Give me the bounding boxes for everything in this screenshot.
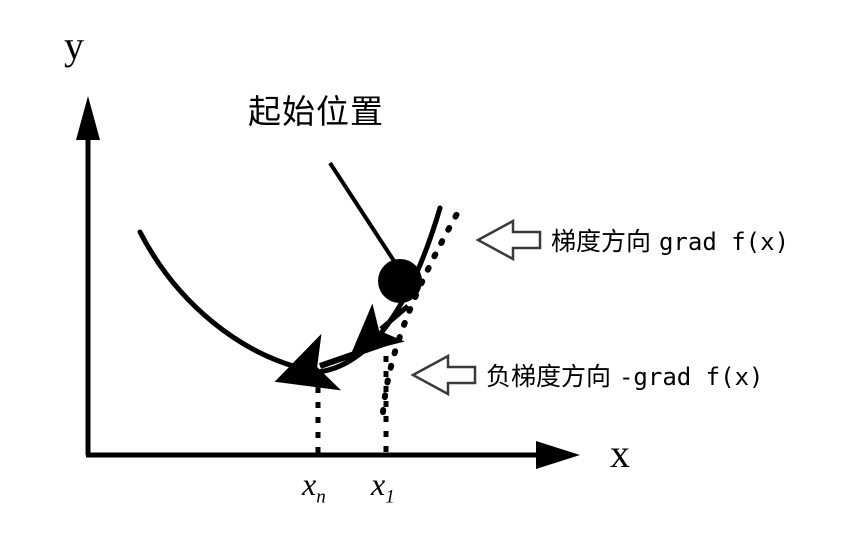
- tick-x1-base: x: [371, 466, 386, 502]
- hollow-arrow-left-gradient-icon: [475, 218, 542, 262]
- axis-label-y: y: [64, 23, 84, 68]
- hollow-arrow-left-negative-gradient-icon: [410, 353, 477, 397]
- descent-arrow-step-2: [274, 333, 393, 391]
- negative-gradient-direction-callout: 负梯度方向 -grad f(x): [486, 357, 763, 393]
- y-axis: [76, 96, 100, 455]
- axis-label-x: x: [610, 431, 630, 476]
- gradient-callout-cn-text: 梯度方向: [551, 227, 652, 256]
- tick-xn-sub: n: [316, 486, 326, 508]
- x-axis: [86, 441, 580, 469]
- tick-label-x1: x1: [371, 466, 395, 508]
- tick-xn-base: x: [302, 466, 317, 502]
- descent-arrow-step-1: [350, 303, 410, 355]
- gradient-callout-formula: grad f(x): [658, 228, 790, 256]
- start-position-label: 起始位置: [248, 92, 384, 131]
- start-position-ball: [378, 259, 422, 303]
- x-axis-arrowhead-icon: [536, 441, 580, 469]
- leader-line: [328, 161, 398, 266]
- tick-x1-sub: 1: [385, 486, 395, 508]
- negative-gradient-callout-formula: -grad f(x): [618, 363, 764, 391]
- negative-gradient-callout-cn-text: 负梯度方向: [486, 362, 612, 391]
- tick-label-xn: xn: [302, 466, 326, 508]
- y-axis-arrowhead-icon: [76, 96, 100, 140]
- gradient-direction-callout: 梯度方向 grad f(x): [551, 222, 789, 258]
